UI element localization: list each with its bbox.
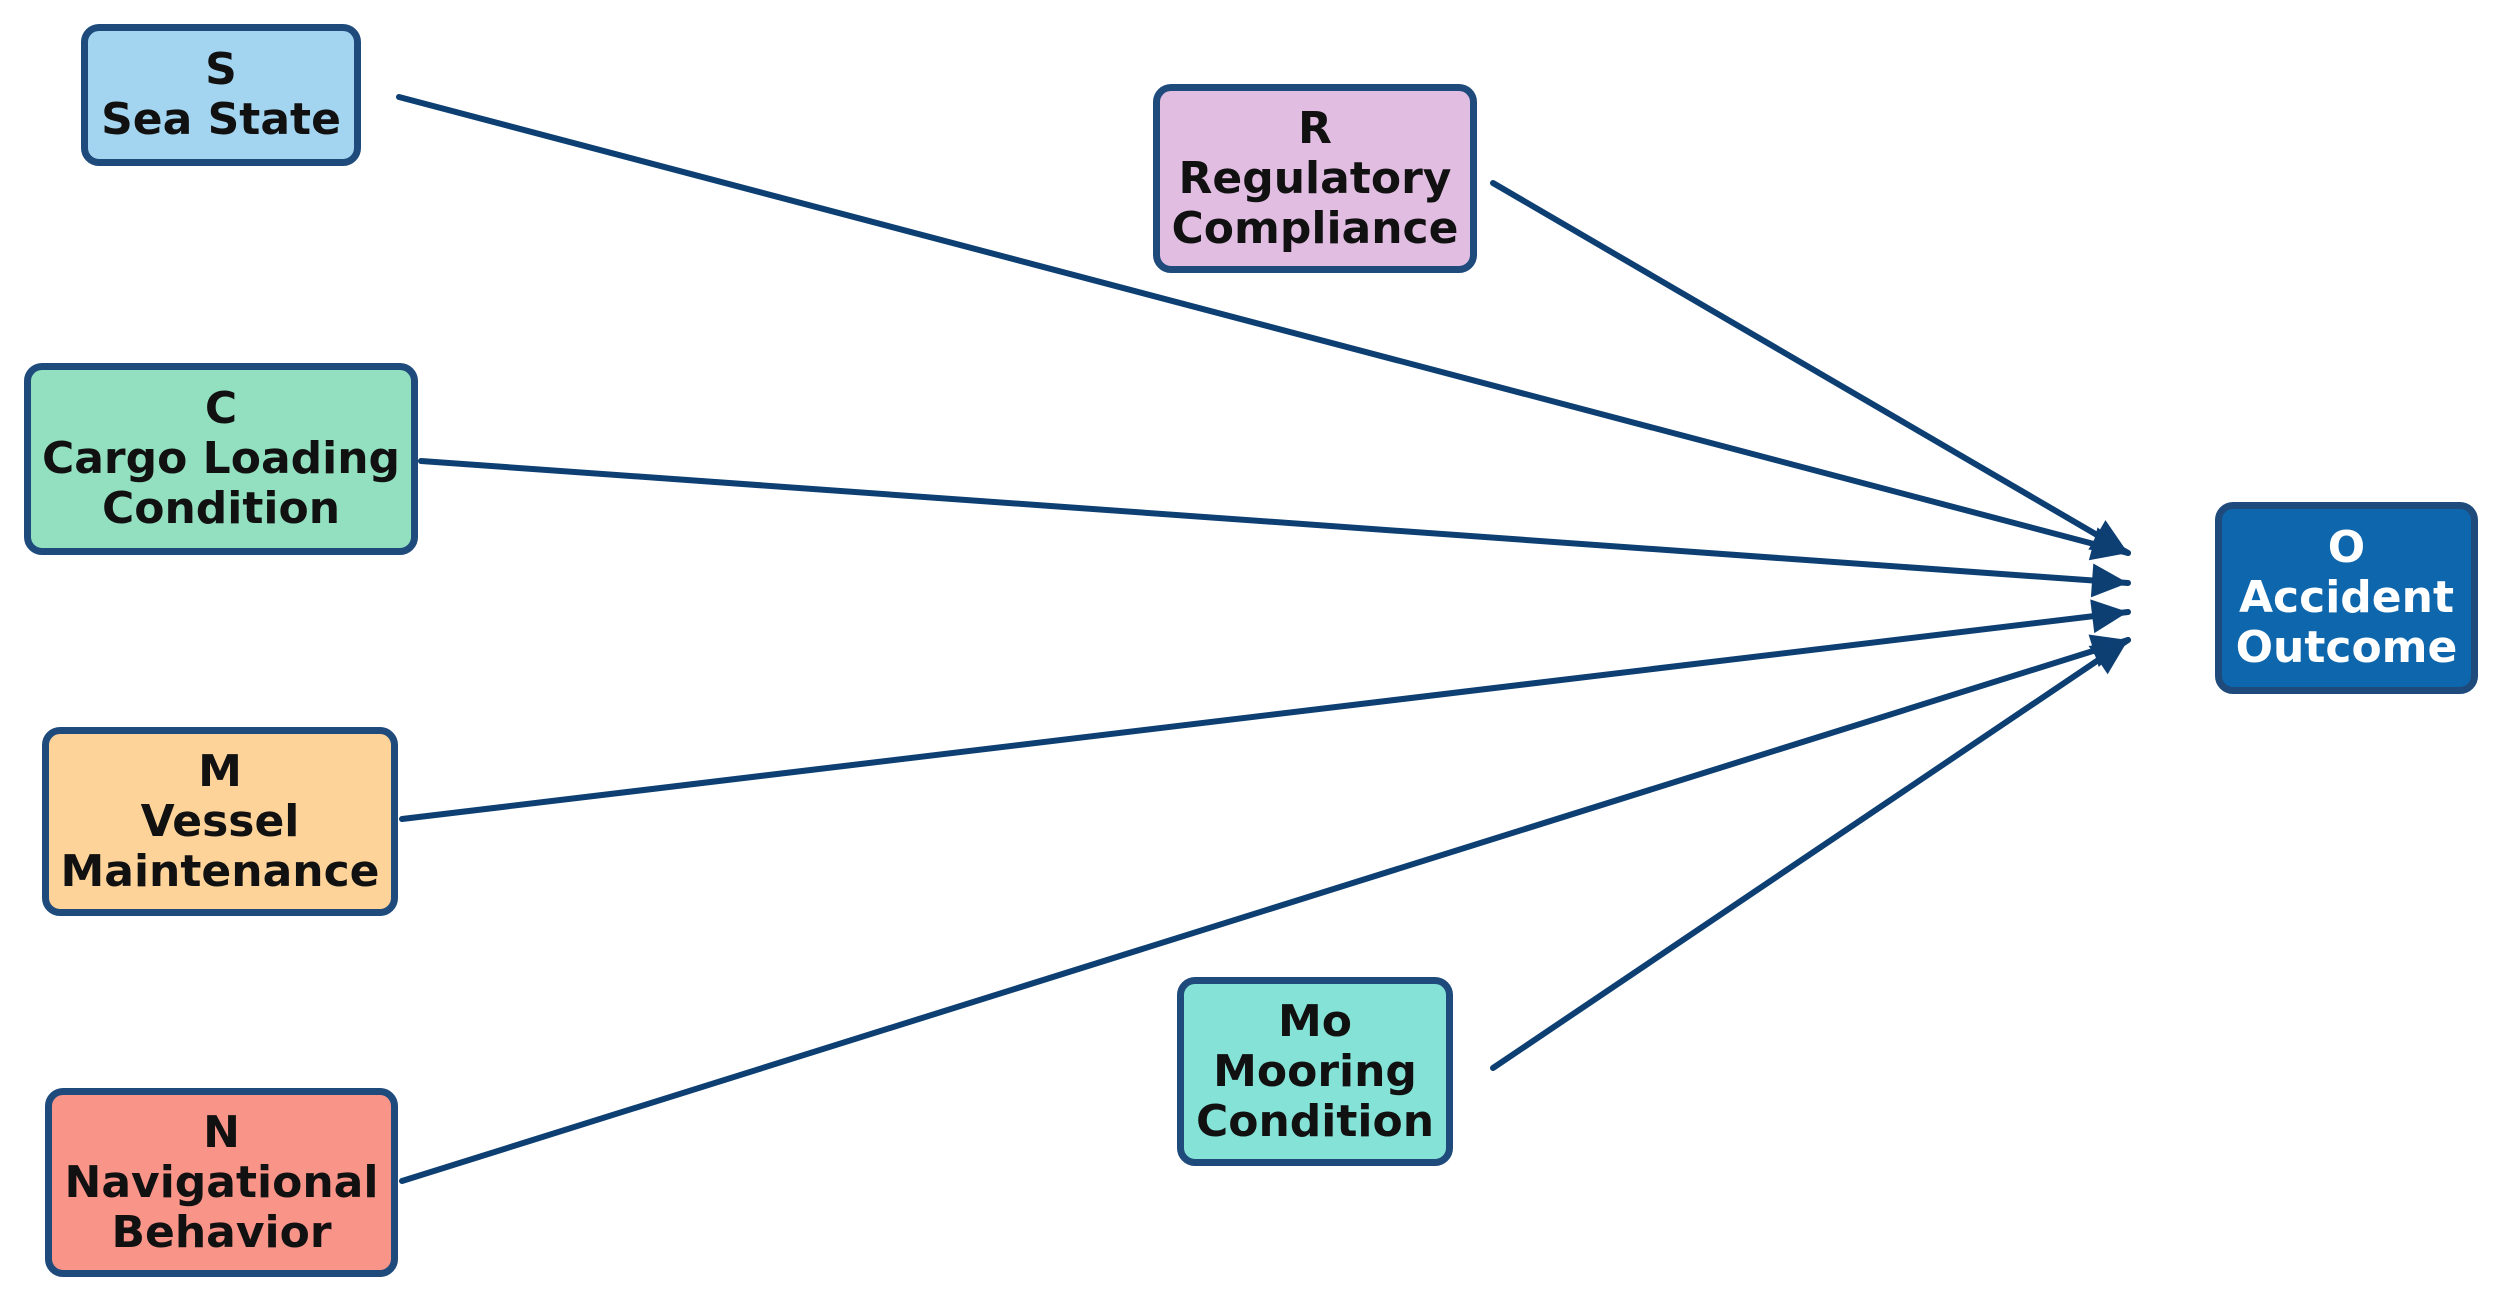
node-code: O bbox=[2327, 522, 2366, 573]
node-code: M bbox=[198, 745, 242, 797]
edge-mo-to-o bbox=[1490, 637, 2131, 1071]
node-code: R bbox=[1298, 102, 1332, 154]
node-accident-outcome: O Accident Outcome bbox=[2215, 502, 2478, 694]
node-code: S bbox=[205, 44, 237, 95]
node-navigational-behavior: N Navigational Behavior bbox=[45, 1088, 398, 1277]
edges-layer bbox=[396, 94, 2131, 1184]
node-label-line: Mooring bbox=[1213, 1045, 1417, 1097]
node-label-line: Condition bbox=[1195, 1095, 1435, 1147]
node-label-line: Condition bbox=[101, 483, 341, 534]
edge-s-to-o bbox=[396, 94, 2131, 556]
node-label-line: Compliance bbox=[1171, 202, 1459, 254]
node-cargo-loading-condition: C Cargo Loading Condition bbox=[24, 363, 418, 555]
node-sea-state: S Sea State bbox=[81, 24, 361, 166]
arrowhead-r-to-o bbox=[2088, 520, 2128, 553]
node-code: Mo bbox=[1277, 995, 1352, 1047]
node-mooring-condition: Mo Mooring Condition bbox=[1177, 977, 1453, 1166]
node-label-line: Regulatory bbox=[1178, 152, 1452, 204]
node-label-line: Maintenance bbox=[60, 845, 380, 897]
edge-m-to-o bbox=[399, 609, 2131, 822]
node-label-line: Cargo Loading bbox=[41, 433, 401, 484]
node-vessel-maintenance: M Vessel Maintenance bbox=[42, 727, 398, 916]
node-label-line: Behavior bbox=[111, 1206, 332, 1258]
edge-n-to-o bbox=[399, 637, 2131, 1184]
node-label-line: Outcome bbox=[2235, 622, 2458, 673]
node-code: C bbox=[204, 383, 238, 434]
node-label-line: Vessel bbox=[140, 795, 300, 847]
arrowhead-c-to-o bbox=[2090, 563, 2128, 598]
node-code: N bbox=[203, 1106, 240, 1158]
arrowhead-m-to-o bbox=[2090, 599, 2128, 634]
arrowhead-mo-to-o bbox=[2088, 640, 2128, 675]
node-label-line: Sea State bbox=[101, 94, 341, 145]
node-regulatory-compliance: R Regulatory Compliance bbox=[1153, 84, 1477, 273]
edge-r-to-o bbox=[1490, 180, 2131, 556]
node-label-line: Navigational bbox=[64, 1156, 379, 1208]
node-label-line: Accident bbox=[2239, 572, 2454, 623]
edge-c-to-o bbox=[418, 458, 2131, 586]
